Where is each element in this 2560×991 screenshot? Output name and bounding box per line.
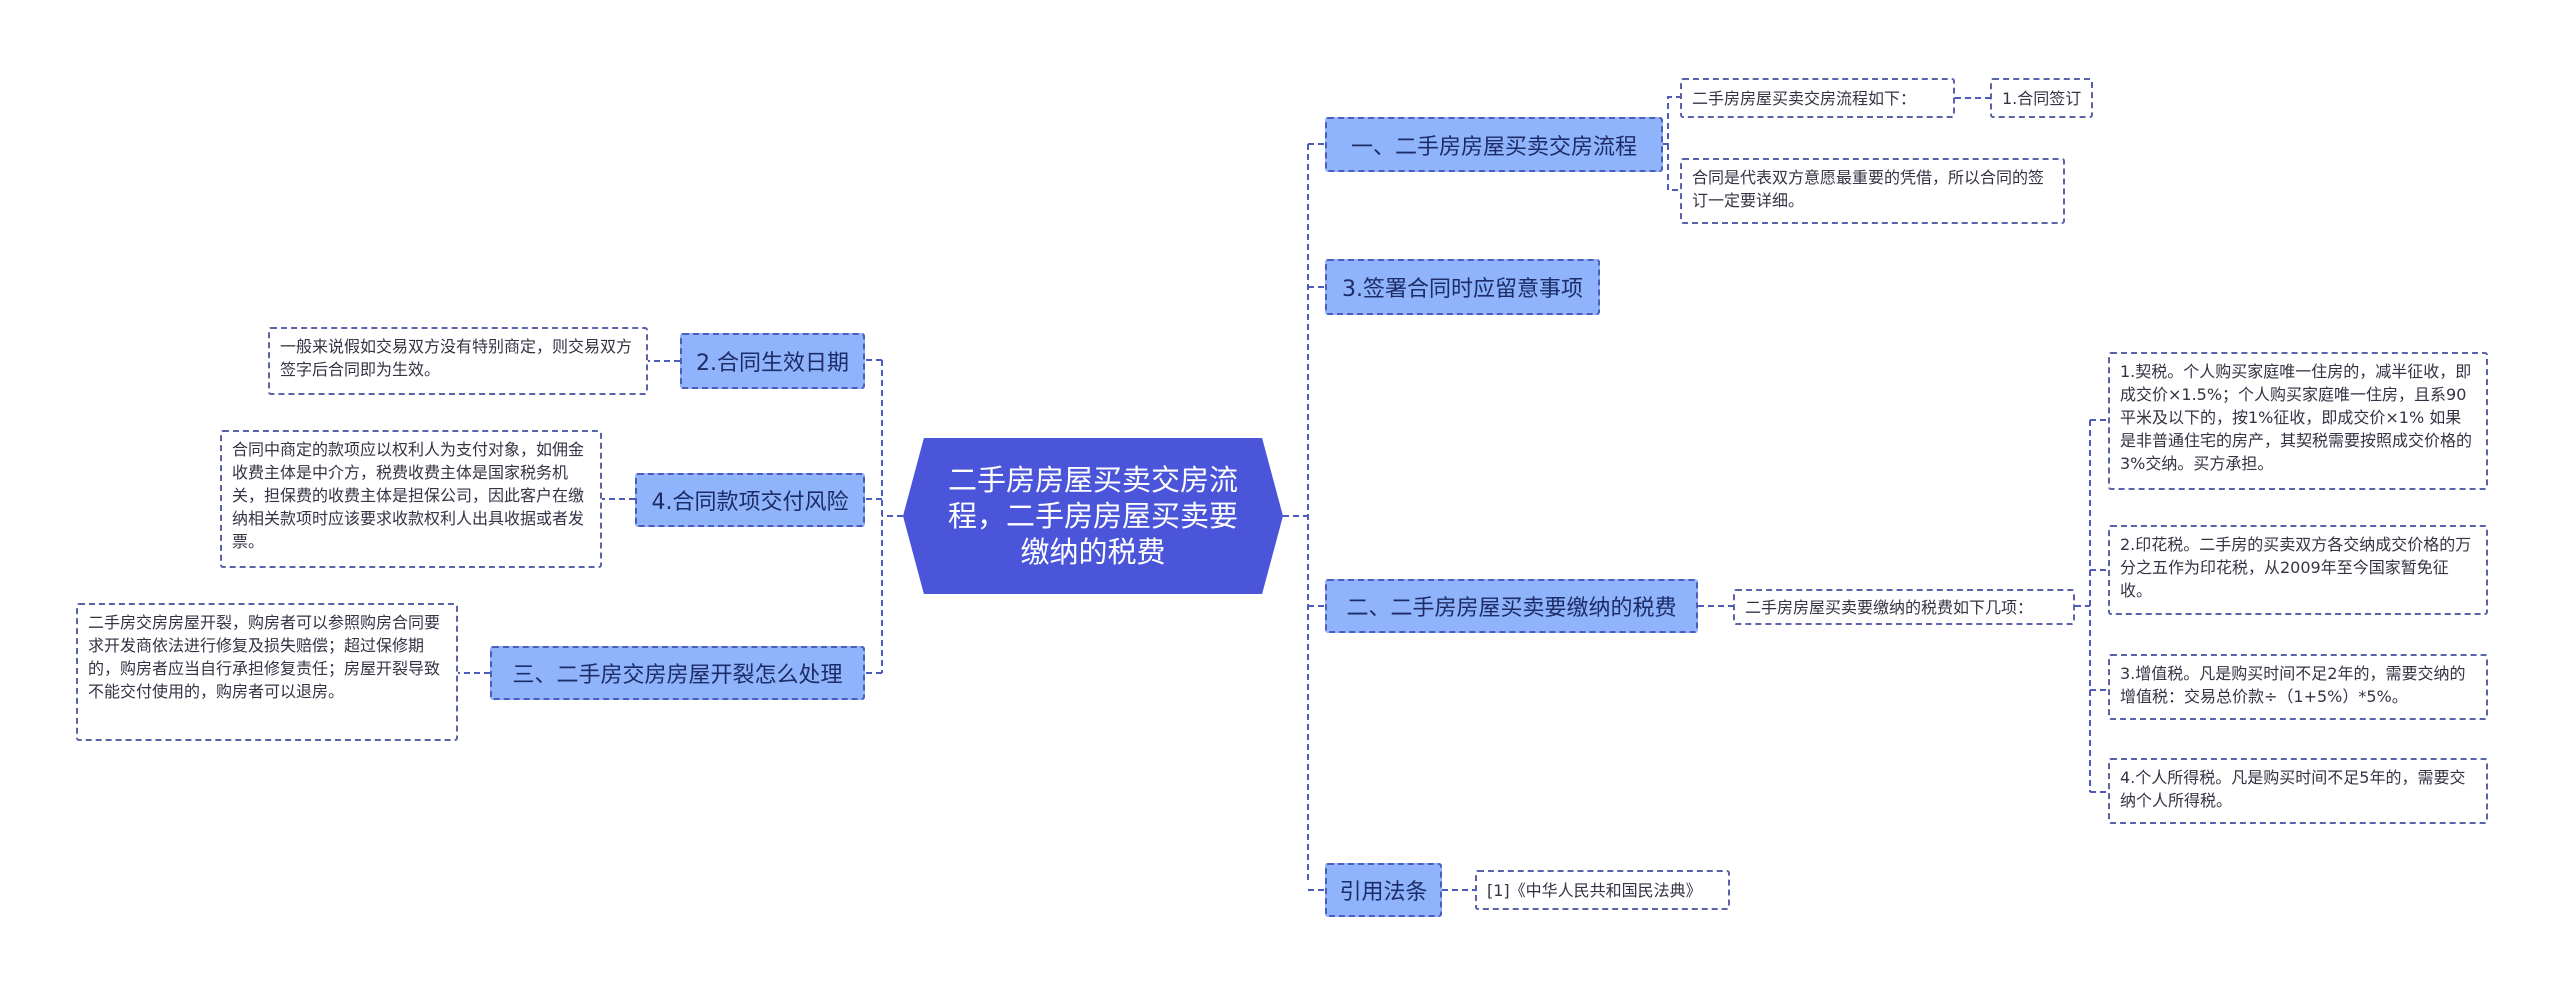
branch-signing-notes[interactable]: 3.签署合同时应留意事项 <box>1325 259 1600 315</box>
connector-b3-taxes <box>2075 419 2108 793</box>
branch-label: 三、二手房交房房屋开裂怎么处理 <box>512 663 843 688</box>
leaf-tax-stamp[interactable]: 2.印花税。二手房的买卖双方各交纳成交价格的万分之五作为印花税，从2009年至今… <box>2108 525 2488 615</box>
branch-label: 二、二手房房屋买卖要缴纳的税费 <box>1346 596 1677 621</box>
branch-taxes[interactable]: 二、二手房房屋买卖要缴纳的税费 <box>1325 579 1698 633</box>
leaf-text: 1.契税。个人购买家庭唯一住房的，减半征收，即成交价×1.5%；个人购买家庭唯一… <box>2120 362 2473 473</box>
branch-label: 4.合同款项交付风险 <box>651 490 849 515</box>
leaf-payment-risk-note[interactable]: 合同中商定的款项应以权利人为支付对象，如佣金收费主体是中介方，税费收费主体是国家… <box>220 430 602 568</box>
leaf-trade-process-intro[interactable]: 二手房房屋买卖交房流程如下： <box>1680 78 1955 118</box>
branch-house-cracks[interactable]: 三、二手房交房房屋开裂怎么处理 <box>490 646 865 700</box>
leaf-tax-deed[interactable]: 1.契税。个人购买家庭唯一住房的，减半征收，即成交价×1.5%；个人购买家庭唯一… <box>2108 352 2488 490</box>
branch-payment-risk[interactable]: 4.合同款项交付风险 <box>635 473 865 527</box>
leaf-text: 一般来说假如交易双方没有特别商定，则交易双方签字后合同即为生效。 <box>280 337 633 379</box>
leaf-text: 合同是代表双方意愿最重要的凭借，所以合同的签订一定要详细。 <box>1692 168 2045 210</box>
branch-legal-references[interactable]: 引用法条 <box>1325 863 1442 917</box>
branch-trade-process[interactable]: 一、二手房房屋买卖交房流程 <box>1325 117 1663 172</box>
central-topic[interactable]: 二手房房屋买卖交房流程，二手房房屋买卖要缴纳的税费 <box>903 438 1283 594</box>
connector-left-trunk <box>881 360 903 673</box>
leaf-contract-note[interactable]: 合同是代表双方意愿最重要的凭借，所以合同的签订一定要详细。 <box>1680 158 2065 224</box>
leaf-effective-date-note[interactable]: 一般来说假如交易双方没有特别商定，则交易双方签字后合同即为生效。 <box>268 327 648 395</box>
branch-label: 2.合同生效日期 <box>696 351 849 376</box>
leaf-contract-signing[interactable]: 1.合同签订 <box>1990 78 2093 118</box>
leaf-label: 1.合同签订 <box>2002 88 2082 108</box>
leaf-text: 合同中商定的款项应以权利人为支付对象，如佣金收费主体是中介方，税费收费主体是国家… <box>232 440 585 551</box>
leaf-text: 4.个人所得税。凡是购买时间不足5年的，需要交纳个人所得税。 <box>2120 768 2466 810</box>
leaf-tax-vat[interactable]: 3.增值税。凡是购买时间不足2年的，需要交纳的增值税：交易总价款÷（1+5%）*… <box>2108 654 2488 720</box>
connector-b1-children <box>1663 96 1680 191</box>
branch-label: 引用法条 <box>1339 880 1428 905</box>
leaf-label: [1]《中华人民共和国民法典》 <box>1487 880 1702 900</box>
central-topic-label: 二手房房屋买卖交房流程，二手房房屋买卖要缴纳的税费 <box>947 463 1238 569</box>
branch-label: 3.签署合同时应留意事项 <box>1342 277 1583 302</box>
branch-label: 一、二手房房屋买卖交房流程 <box>1350 134 1637 160</box>
leaf-text: 2.印花税。二手房的买卖双方各交纳成交价格的万分之五作为印花税，从2009年至今… <box>2120 535 2472 600</box>
leaf-label: 二手房房屋买卖交房流程如下： <box>1692 88 1917 108</box>
connector-right-trunk <box>1283 144 1309 880</box>
leaf-taxes-intro[interactable]: 二手房房屋买卖要缴纳的税费如下几项： <box>1733 589 2075 625</box>
leaf-label: 二手房房屋买卖要缴纳的税费如下几项： <box>1745 597 2034 617</box>
leaf-civil-code-ref[interactable]: [1]《中华人民共和国民法典》 <box>1475 870 1730 910</box>
leaf-tax-income[interactable]: 4.个人所得税。凡是购买时间不足5年的，需要交纳个人所得税。 <box>2108 758 2488 824</box>
leaf-house-cracks-note[interactable]: 二手房交房房屋开裂，购房者可以参照购房合同要求开发商依法进行修复及损失赔偿；超过… <box>76 603 458 741</box>
branch-effective-date[interactable]: 2.合同生效日期 <box>680 333 865 389</box>
leaf-text: 3.增值税。凡是购买时间不足2年的，需要交纳的增值税：交易总价款÷（1+5%）*… <box>2120 664 2466 706</box>
leaf-text: 二手房交房房屋开裂，购房者可以参照购房合同要求开发商依法进行修复及损失赔偿；超过… <box>88 613 441 701</box>
